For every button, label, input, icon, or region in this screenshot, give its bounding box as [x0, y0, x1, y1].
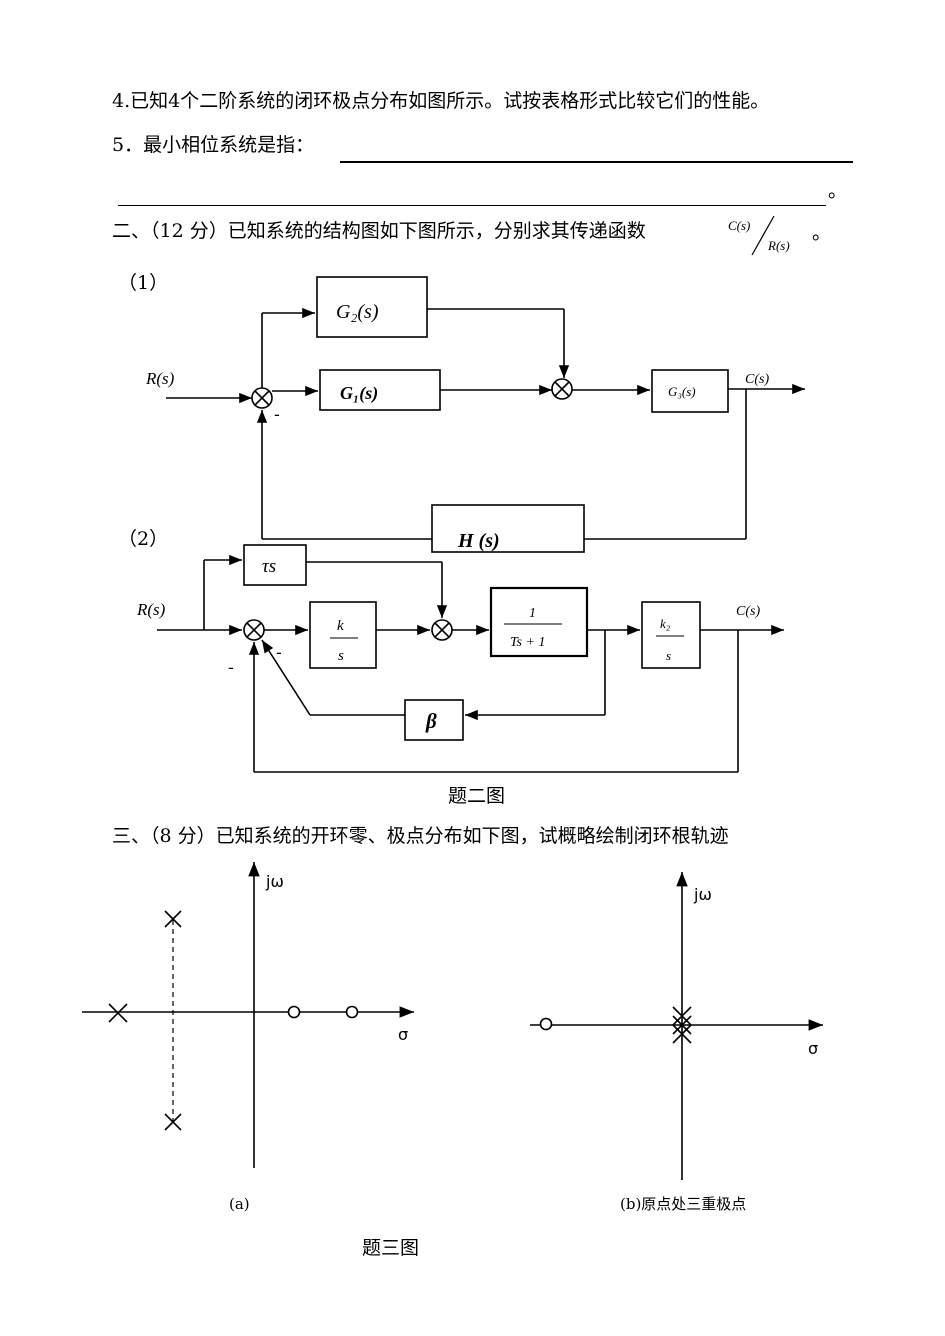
plot-a-pole-2	[164, 910, 182, 928]
plot-b-sigma-label: σ	[808, 1039, 818, 1058]
plot-a-pole-3	[164, 1113, 182, 1131]
section-2-end-mark: 。	[812, 222, 832, 244]
summing-junction-3	[243, 619, 265, 641]
d2-tau-s-label: τs	[262, 556, 276, 577]
answer-line-2	[118, 205, 826, 206]
block-1-over-Ts1	[489, 586, 589, 658]
figure-3b-caption: (b)原点处三重极点	[620, 1195, 747, 1213]
d2-s-label: s	[338, 648, 344, 664]
block-diagrams: R(s) C(s) G₂(s) G₁(s) G₃(s) H (s) - R(s)…	[136, 276, 805, 773]
question-4: 4.已知4个二阶系统的闭环极点分布如图所示。试按表格形式比较它们的性能。	[112, 90, 770, 112]
figure-2-caption: 题二图	[448, 785, 506, 807]
section-3-heading: 三、（8 分）已知系统的开环零、极点分布如下图，试概略绘制闭环根轨迹	[112, 825, 729, 847]
d1-G2-label: G₂(s)	[336, 301, 379, 323]
block-k2-over-s	[641, 601, 701, 669]
plot-b-zero	[539, 1017, 553, 1031]
d2-Ts-plus-1: Ts + 1	[510, 635, 545, 650]
transfer-function-fraction: C(s) R(s)	[728, 215, 790, 256]
d2-output-label: C(s)	[736, 604, 760, 619]
d2-minus-inner: -	[276, 643, 282, 662]
diagram-2-label: （2）	[118, 528, 169, 550]
block-G2	[316, 276, 428, 338]
d2-k-label: k	[337, 618, 344, 634]
plot-a-jw-label: jω	[265, 872, 284, 891]
d1-H-label: H (s)	[457, 530, 500, 552]
answer-line-1	[340, 161, 853, 163]
d1-input-label: R(s)	[145, 369, 175, 388]
d2-input-label: R(s)	[136, 600, 166, 619]
plot-a-sigma-label: σ	[398, 1025, 408, 1044]
d1-minus-sign: -	[274, 405, 280, 424]
block-k-over-s	[309, 601, 377, 669]
answer-end-mark: 。	[828, 180, 848, 202]
block-G1	[319, 369, 441, 411]
plot-b-triple-pole	[672, 1006, 692, 1044]
section-2-heading: 二、（12 分）已知系统的结构图如下图所示，分别求其传递函数	[112, 220, 646, 242]
plot-b	[530, 872, 823, 1180]
d1-G3-label: G₃(s)	[668, 384, 696, 399]
exam-page	[8, 22, 937, 1336]
plot-a-zero-2	[345, 1005, 359, 1019]
root-locus-plots: jω σ jω σ	[82, 862, 823, 1180]
block-tau-s	[243, 544, 307, 586]
summing-junction-1	[251, 387, 273, 409]
block-G3	[651, 369, 729, 413]
block-H	[431, 504, 585, 553]
plot-a	[82, 862, 414, 1168]
block-beta	[404, 699, 464, 741]
d2-s2-label: s	[666, 648, 671, 663]
summing-junction-4	[431, 619, 453, 641]
d1-G1-label: G₁(s)	[340, 383, 378, 404]
d2-k2-label: k₂	[660, 616, 671, 631]
plot-a-zero-1	[287, 1005, 301, 1019]
figure-3-caption: 题三图	[362, 1237, 420, 1259]
tf-numerator: C(s)	[728, 218, 750, 233]
tf-denominator: R(s)	[767, 238, 790, 253]
d2-beta-label: β	[425, 709, 437, 733]
d2-minus-outer: -	[228, 658, 234, 677]
diagram-1-label: （1）	[118, 272, 169, 294]
d1-output-label: C(s)	[745, 372, 769, 387]
question-5: 5．最小相位系统是指：	[112, 134, 315, 156]
summing-junction-2	[551, 378, 573, 400]
d2-numerator-1: 1	[529, 606, 536, 621]
plot-a-pole-1	[108, 1003, 128, 1023]
plot-b-jw-label: jω	[693, 885, 712, 904]
figure-3a-caption: (a)	[229, 1195, 250, 1213]
